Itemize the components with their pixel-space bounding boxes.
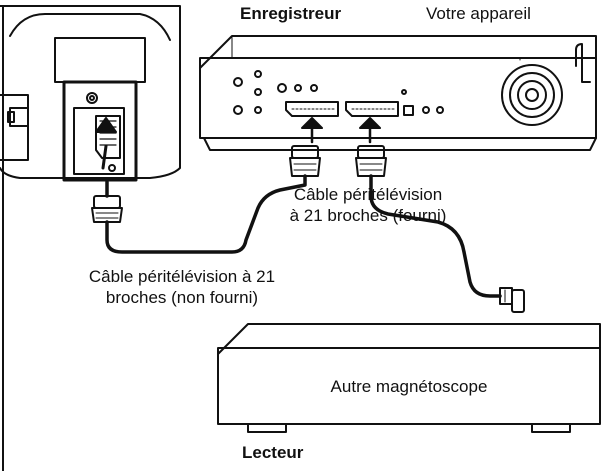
cable-supplied-label: Câble péritélévision à 21 broches (fourn… bbox=[266, 184, 470, 226]
your-device-label: Votre appareil bbox=[426, 4, 531, 23]
other-vcr-device bbox=[217, 323, 601, 433]
cable-supplied-line1: Câble péritélévision bbox=[293, 185, 443, 204]
scart-cable-recorder-vcr bbox=[369, 174, 502, 298]
recorder-scart-socket-1 bbox=[285, 101, 339, 117]
television-rear-view bbox=[0, 5, 181, 179]
cable-not-supplied-line1: Câble péritélévision à 21 bbox=[88, 267, 276, 286]
cable-not-supplied-label: Câble péritélévision à 21 broches (non f… bbox=[66, 266, 298, 308]
player-title: Lecteur bbox=[242, 443, 304, 462]
recorder-scart-socket-2 bbox=[345, 101, 399, 117]
tv-scart-socket bbox=[95, 115, 121, 170]
scart-cable-tv-recorder bbox=[105, 174, 307, 254]
other-vcr-label: Autre magnétoscope bbox=[330, 377, 488, 396]
cable-not-supplied-line2: broches (non fourni) bbox=[105, 288, 259, 307]
cable-supplied-line2: à 21 broches (fourni) bbox=[289, 206, 447, 225]
recorder-device bbox=[199, 35, 597, 151]
scart-plug-tv bbox=[91, 195, 123, 223]
scart-plug-cable-1 bbox=[289, 145, 321, 177]
scart-plug-vcr bbox=[499, 287, 525, 313]
tv-connector-panel bbox=[62, 80, 138, 182]
recorder-title: Enregistreur bbox=[240, 4, 342, 23]
scart-plug-cable-2 bbox=[355, 145, 387, 177]
